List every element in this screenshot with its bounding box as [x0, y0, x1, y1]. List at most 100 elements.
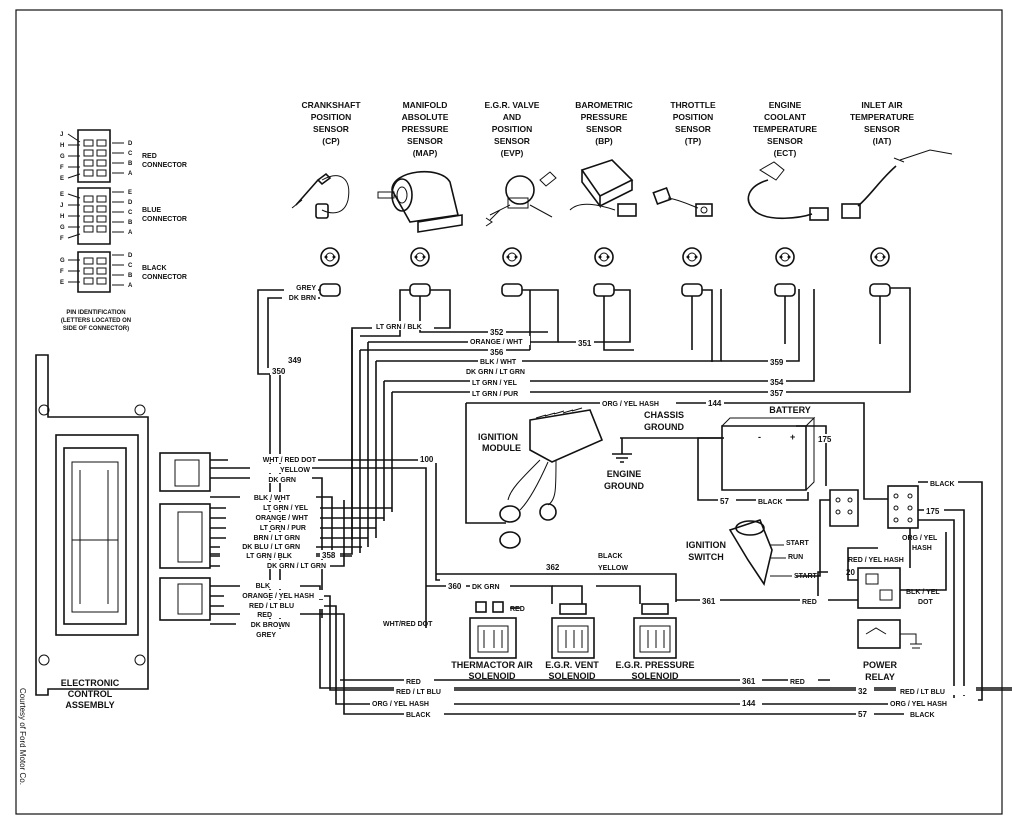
- svg-text:DK GRN: DK GRN: [268, 477, 296, 484]
- svg-text:ORANGE / WHT: ORANGE / WHT: [256, 515, 309, 522]
- svg-text:144: 144: [742, 699, 756, 708]
- iat-plug: [870, 247, 890, 267]
- chassis-ground: CHASSIS GROUND ENGINE GROUND: [604, 410, 724, 491]
- blue-connector: E J H G F E D C B A BLUE CONNECTOR: [60, 187, 187, 245]
- iat-plug-side: [869, 283, 891, 297]
- svg-text:C: C: [128, 151, 133, 157]
- pin-identification: J H G F E D C B A RED CONNECTOR E J H G …: [60, 129, 187, 332]
- svg-text:PRESSURE: PRESSURE: [581, 112, 628, 122]
- cp-plug: [320, 247, 340, 267]
- svg-text:J: J: [60, 132, 63, 138]
- map-plug: [410, 247, 430, 267]
- label-blk-wht: BLK / WHT: [480, 359, 517, 366]
- tp-plug-side: [681, 283, 703, 297]
- svg-text:175: 175: [926, 507, 940, 516]
- egr-pressure-solenoid: E.G.R. PRESSURE SOLENOID: [615, 603, 695, 681]
- svg-text:D: D: [128, 253, 133, 259]
- svg-text:GROUND: GROUND: [604, 481, 644, 491]
- svg-text:ELECTRONIC: ELECTRONIC: [61, 678, 120, 688]
- svg-text:POSITION: POSITION: [673, 112, 714, 122]
- red-connector: J H G F E D C B A RED CONNECTOR: [60, 129, 187, 183]
- svg-text:H: H: [60, 214, 64, 220]
- svg-text:E: E: [128, 190, 132, 196]
- svg-text:RED / LT BLU: RED / LT BLU: [900, 689, 945, 696]
- svg-text:BLACK: BLACK: [910, 712, 935, 719]
- svg-text:SWITCH: SWITCH: [688, 552, 724, 562]
- evp-sensor-icon: [485, 171, 557, 227]
- svg-text:B: B: [128, 161, 133, 167]
- svg-text:(TP): (TP): [685, 136, 702, 146]
- svg-text:DK GRN: DK GRN: [472, 584, 500, 591]
- svg-text:DOT: DOT: [918, 599, 934, 606]
- power-relay: POWER RELAY: [857, 485, 922, 682]
- svg-text:THERMACTOR AIR: THERMACTOR AIR: [451, 660, 533, 670]
- svg-text:BLACK: BLACK: [598, 553, 623, 560]
- svg-text:(ECT): (ECT): [774, 148, 797, 158]
- svg-text:SENSOR: SENSOR: [586, 124, 622, 134]
- svg-text:BLACK: BLACK: [930, 481, 955, 488]
- svg-text:D: D: [128, 200, 133, 206]
- svg-text:(MAP): (MAP): [413, 148, 438, 158]
- svg-text:MANIFOLD: MANIFOLD: [403, 100, 448, 110]
- svg-text:360: 360: [448, 582, 462, 591]
- svg-text:RED / LT BLU: RED / LT BLU: [396, 689, 441, 696]
- svg-text:G: G: [60, 154, 65, 160]
- svg-text:CONNECTOR: CONNECTOR: [142, 274, 187, 281]
- svg-text:BRN / LT GRN: BRN / LT GRN: [253, 535, 300, 542]
- svg-text:BLACK: BLACK: [142, 265, 167, 272]
- bp-plug-side: [593, 283, 615, 297]
- svg-text:F: F: [60, 269, 64, 275]
- svg-text:ORG / YEL HASH: ORG / YEL HASH: [890, 701, 947, 708]
- svg-text:(BP): (BP): [595, 136, 613, 146]
- label-orange-wht: ORANGE / WHT: [470, 339, 523, 346]
- svg-text:CONTROL: CONTROL: [68, 689, 113, 699]
- svg-text:100: 100: [420, 455, 434, 464]
- svg-text:YELLOW: YELLOW: [598, 565, 628, 572]
- svg-text:358: 358: [322, 551, 336, 560]
- pin-note-1: PIN IDENTIFICATION: [66, 310, 125, 316]
- pin-note-2: (LETTERS LOCATED ON: [61, 318, 131, 324]
- svg-text:DK GRN / LT GRN: DK GRN / LT GRN: [267, 563, 326, 570]
- tp-plug: [682, 247, 702, 267]
- svg-text:BAROMETRIC: BAROMETRIC: [575, 100, 633, 110]
- svg-text:START: START: [786, 540, 810, 547]
- svg-text:BLK / YEL: BLK / YEL: [906, 589, 940, 596]
- svg-text:E.G.R. VENT: E.G.R. VENT: [545, 660, 599, 670]
- ignition-switch: IGNITION SWITCH START RUN START: [686, 489, 859, 586]
- sensor-illustrations: [291, 149, 953, 233]
- svg-text:B: B: [128, 273, 133, 279]
- svg-text:E: E: [60, 176, 64, 182]
- battery-neg: -: [758, 432, 761, 442]
- svg-text:SOLENOID: SOLENOID: [548, 671, 596, 681]
- sensor-evp-title: E.G.R. VALVE AND POSITION SENSOR (EVP): [485, 100, 540, 158]
- map-plug-side: [409, 283, 431, 297]
- svg-text:361: 361: [742, 677, 756, 686]
- svg-text:WHT / RED DOT: WHT / RED DOT: [263, 457, 317, 464]
- svg-text:POSITION: POSITION: [311, 112, 352, 122]
- svg-text:357: 357: [770, 389, 784, 398]
- svg-text:G: G: [60, 258, 65, 264]
- svg-text:ABSOLUTE: ABSOLUTE: [402, 112, 449, 122]
- sensor-iat-title: INLET AIR TEMPERATURE SENSOR (IAT): [850, 100, 914, 146]
- sensor-plugs: [320, 247, 890, 267]
- evp-plug-side: [501, 283, 523, 297]
- svg-text:RED: RED: [257, 612, 272, 619]
- svg-text:WHT/RED DOT: WHT/RED DOT: [383, 621, 433, 628]
- svg-text:RED: RED: [406, 679, 421, 686]
- svg-text:351: 351: [578, 339, 592, 348]
- ecu-connectors: [159, 452, 211, 621]
- sensor-tp-title: THROTTLE POSITION SENSOR (TP): [670, 100, 716, 146]
- svg-text:BLACK: BLACK: [406, 712, 431, 719]
- svg-text:G: G: [60, 225, 65, 231]
- ect-plug: [775, 247, 795, 267]
- label-org-yel-hash: ORG / YEL HASH: [602, 401, 659, 408]
- svg-text:D: D: [128, 141, 133, 147]
- battery: BATTERY - +: [697, 405, 827, 501]
- svg-text:E.G.R. PRESSURE: E.G.R. PRESSURE: [615, 660, 694, 670]
- svg-text:SENSOR: SENSOR: [313, 124, 349, 134]
- svg-text:BLK / WHT: BLK / WHT: [254, 495, 291, 502]
- svg-text:LT GRN / YEL: LT GRN / YEL: [263, 505, 309, 512]
- bp-plug: [594, 247, 614, 267]
- svg-text:RED / LT BLU: RED / LT BLU: [249, 603, 294, 610]
- map-sensor-icon: [377, 170, 463, 233]
